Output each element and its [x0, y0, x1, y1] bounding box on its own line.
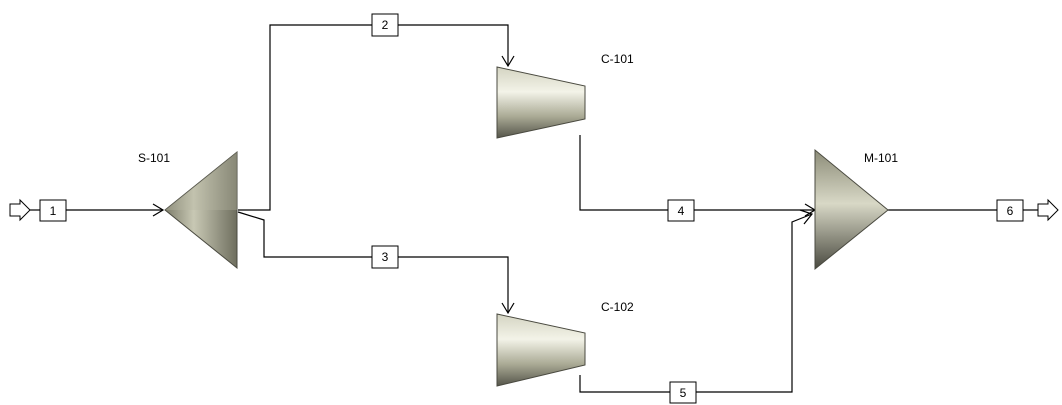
splitter-shade [165, 152, 237, 210]
compressor-c-102[interactable]: C-102 [496, 300, 634, 387]
stream-6: 6 [888, 198, 1059, 222]
compressor-icon [496, 313, 586, 387]
stream-3-label: 3 [382, 250, 389, 264]
stream-1-label: 1 [50, 204, 57, 218]
stream-4-label: 4 [678, 204, 685, 218]
stream-4: 4 [579, 135, 817, 222]
stream-5-arrow-icon [799, 209, 814, 225]
stream-2-label: 2 [382, 18, 389, 32]
stream-3-arrow-icon [501, 302, 515, 315]
compressor-c-101[interactable]: C-101 [496, 52, 634, 139]
splitter-icon [164, 150, 238, 270]
stream-5-label: 5 [680, 386, 687, 400]
compressor-c-101-label: C-101 [601, 52, 634, 66]
compressor-icon [496, 66, 586, 139]
stream-1: 1 [9, 198, 165, 222]
product-outlet-arrow-icon [1037, 198, 1059, 222]
mixer-icon [814, 148, 889, 271]
stream-6-label: 6 [1007, 204, 1014, 218]
stream-1-arrow-icon [152, 203, 165, 217]
stream-2-arrow-icon [501, 55, 515, 68]
splitter-s-101[interactable]: S-101 [138, 150, 238, 270]
splitter-label: S-101 [138, 151, 170, 165]
mixer-m-101[interactable]: M-101 [814, 148, 898, 271]
mixer-label: M-101 [864, 151, 898, 165]
stream-2: 2 [238, 13, 515, 211]
feed-inlet-arrow-icon [9, 198, 31, 222]
compressor-c-102-label: C-102 [601, 300, 634, 314]
stream-5: 5 [579, 209, 814, 404]
stream-3: 3 [237, 211, 515, 315]
